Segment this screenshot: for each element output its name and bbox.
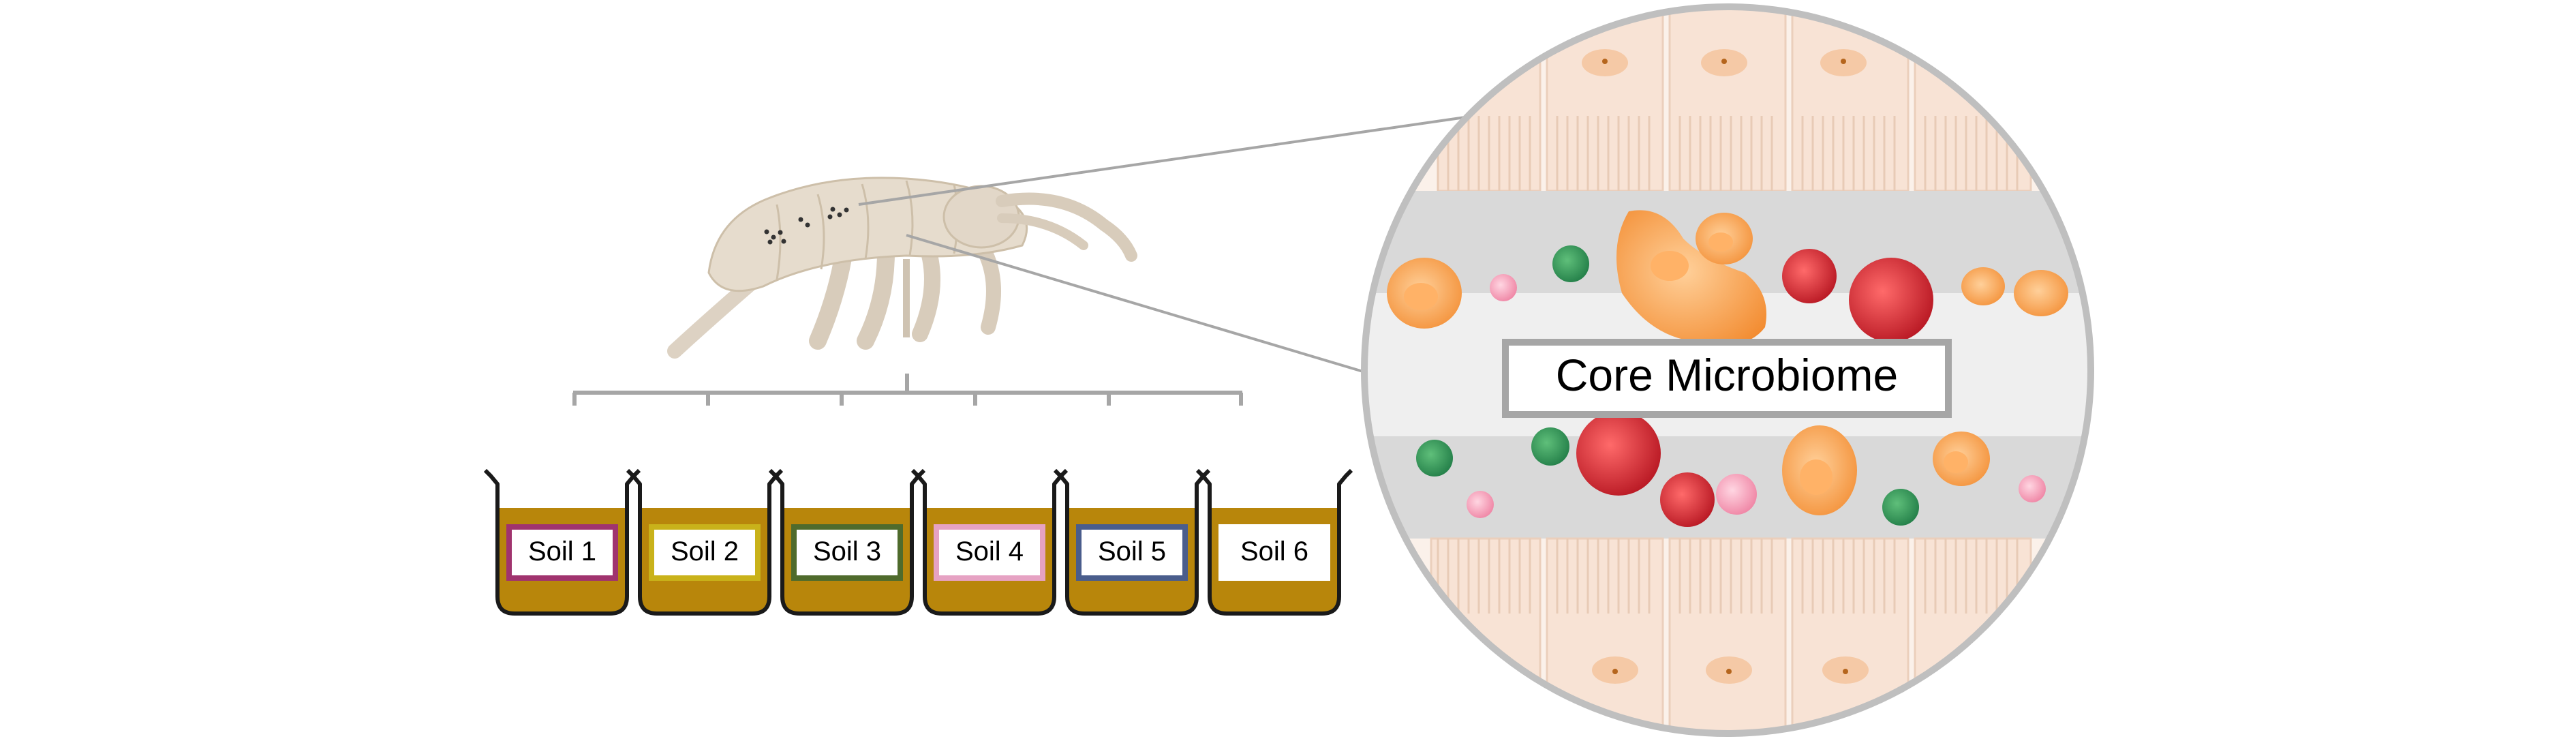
soil-1-label: Soil 1 xyxy=(528,536,596,566)
epithelium-top xyxy=(1437,7,2032,192)
epithelium-bottom xyxy=(1430,537,2032,734)
beaker-group: Soil 1 Soil 2 Soil 3 Soil 4 Soil 5 xyxy=(483,468,1353,616)
beaker-icon: Soil 4 xyxy=(910,468,1069,616)
connector-line-bottom xyxy=(906,234,1370,375)
bacteria-icon xyxy=(1387,210,2068,527)
springtail-illustration xyxy=(667,177,1137,359)
soil-1-label-box xyxy=(506,524,618,581)
connector-line-top xyxy=(858,116,1466,206)
soil-6-label: Soil 6 xyxy=(1240,536,1308,566)
soil-2-label-box xyxy=(649,524,761,581)
soil-2-label: Soil 2 xyxy=(671,536,739,566)
beaker-icon: Soil 6 xyxy=(1195,468,1353,616)
soil-5-label: Soil 5 xyxy=(1098,536,1166,566)
beaker-icon: Soil 3 xyxy=(768,468,926,616)
beaker-icon: Soil 5 xyxy=(1053,468,1211,616)
soil-4-label-box xyxy=(934,524,1045,581)
core-microbiome-label: Core Microbiome xyxy=(1556,350,1898,400)
soil-4-label: Soil 4 xyxy=(955,536,1024,566)
gut-zoom-circle: Core Microbiome xyxy=(1361,3,2094,737)
soil-5-label-box xyxy=(1076,524,1188,581)
beaker-icon: Soil 1 xyxy=(483,468,641,616)
soil-6-label-box xyxy=(1218,524,1330,581)
soil-3-label-box xyxy=(791,524,903,581)
core-microbiome-label-box xyxy=(1502,339,1952,418)
beaker-icon: Soil 2 xyxy=(626,468,784,616)
soil-3-label: Soil 3 xyxy=(813,536,881,566)
bracket-tree xyxy=(572,374,1243,406)
